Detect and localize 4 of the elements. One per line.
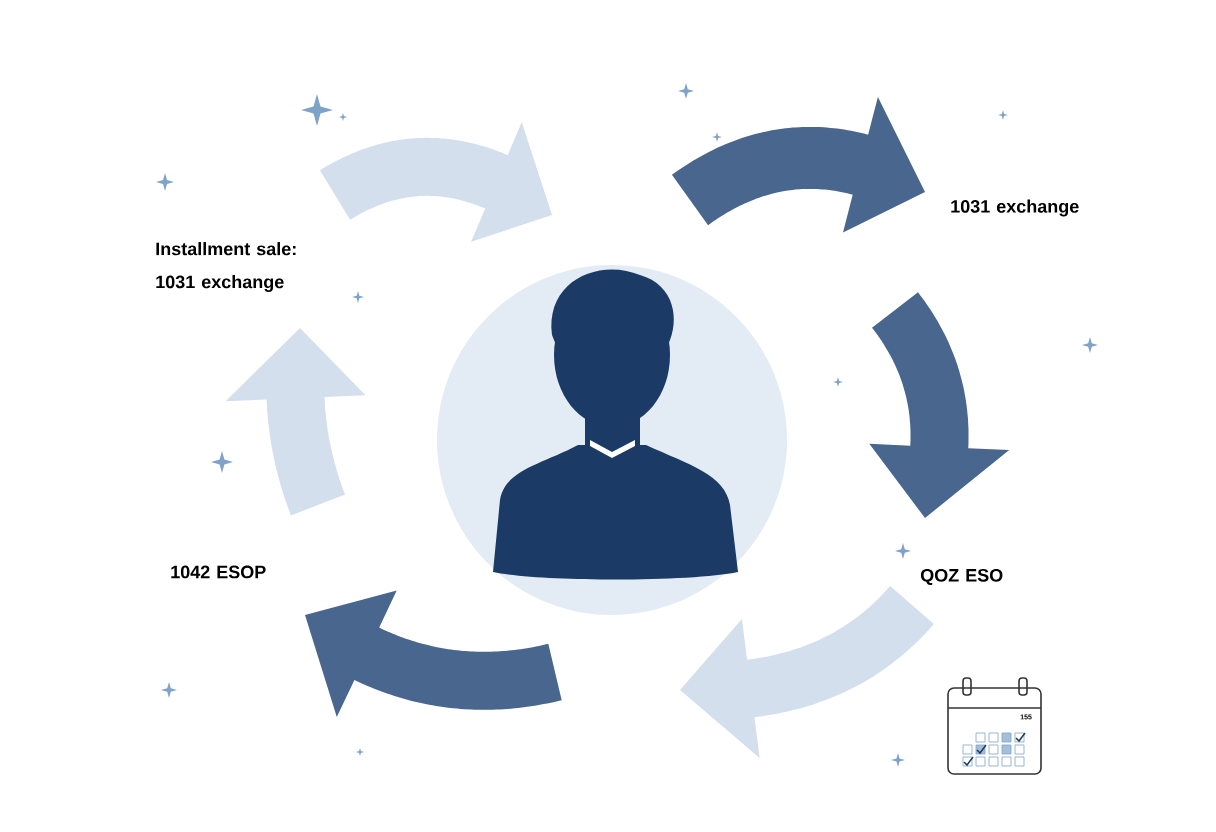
arrow-label: QOZ ESO: [920, 568, 1003, 586]
arrow-label: 1042 ESOP: [171, 565, 266, 579]
arrow-label: 1031 exchange: [951, 199, 1079, 217]
arrow-label: Installment sale: 1031 exchange: [156, 242, 296, 292]
